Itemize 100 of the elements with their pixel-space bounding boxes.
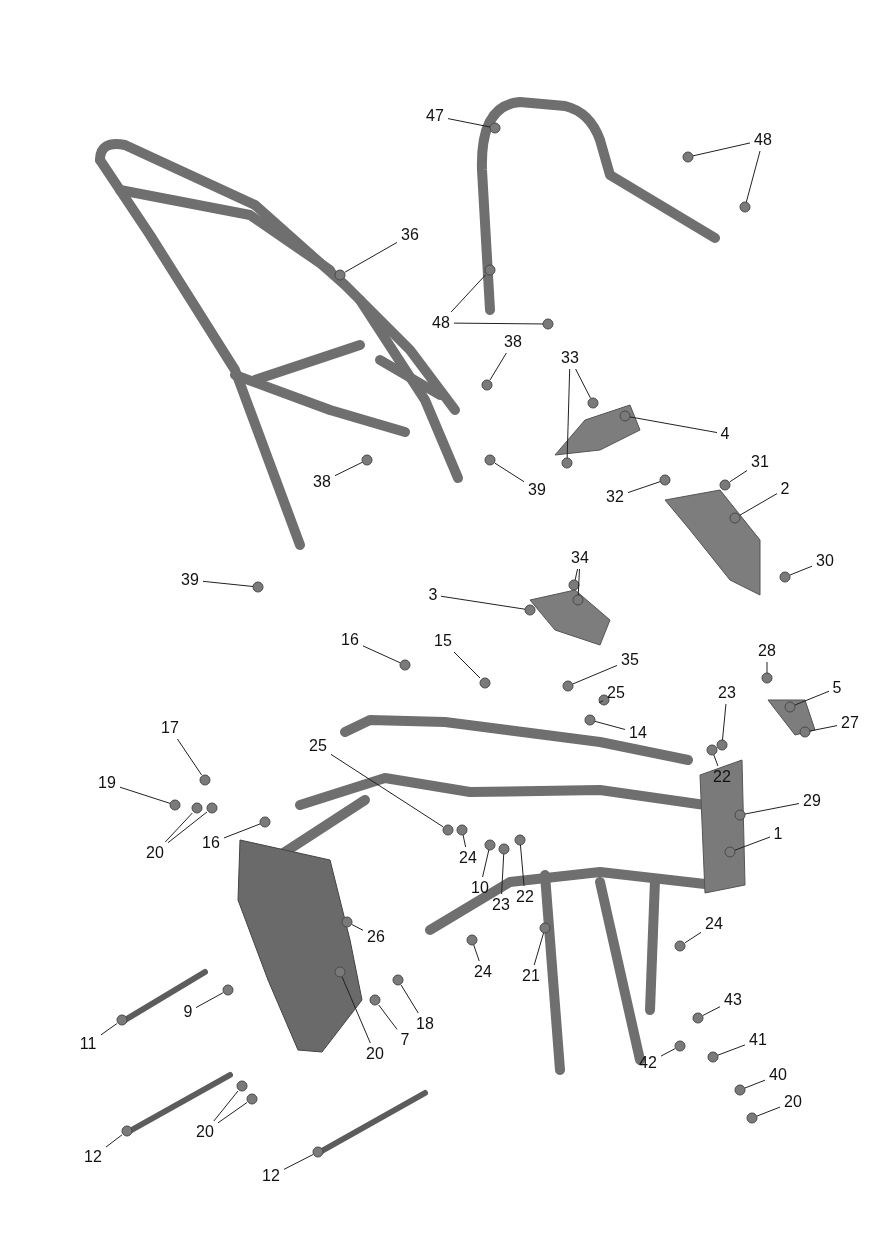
leader-line xyxy=(660,1048,676,1057)
callout-number: 1 xyxy=(773,825,783,843)
leader-line xyxy=(351,924,364,931)
callout-number: 30 xyxy=(816,552,834,570)
part-circle xyxy=(514,834,526,846)
part-circle xyxy=(498,843,510,855)
part-circle xyxy=(341,916,353,928)
leader-line xyxy=(473,944,480,962)
leader-line xyxy=(119,786,171,804)
part-circle xyxy=(369,994,381,1006)
part-circle xyxy=(334,269,346,281)
callout-number: 34 xyxy=(571,549,589,567)
callout-number: 25 xyxy=(309,737,327,755)
callout-number: 21 xyxy=(522,967,540,985)
part-circle xyxy=(784,701,796,713)
leader-line xyxy=(341,976,371,1044)
callout-number: 39 xyxy=(181,571,199,589)
leader-line xyxy=(722,703,727,741)
callout-number: 3 xyxy=(428,586,438,604)
leader-line xyxy=(453,651,481,679)
callout-number: 7 xyxy=(400,1031,410,1049)
leader-line xyxy=(362,645,401,664)
part-circle xyxy=(199,774,211,786)
leader-line xyxy=(223,823,261,839)
leader-line xyxy=(440,595,526,610)
part-circle xyxy=(481,379,493,391)
part-circle xyxy=(361,454,373,466)
leader-line xyxy=(684,931,702,944)
callout-number: 18 xyxy=(416,1015,434,1033)
leader-line xyxy=(213,1090,239,1122)
part-circle xyxy=(222,984,234,996)
part-circle xyxy=(542,318,554,330)
part-circle xyxy=(572,594,584,606)
part-circle xyxy=(116,1014,128,1026)
part-circle xyxy=(236,1080,248,1092)
callout-number: 10 xyxy=(471,879,489,897)
callout-number: 14 xyxy=(629,724,647,742)
leader-line xyxy=(217,1102,248,1124)
callout-number: 23 xyxy=(492,896,510,914)
part-circle xyxy=(479,677,491,689)
leader-line xyxy=(400,984,419,1014)
part-circle xyxy=(484,454,496,466)
callout-number: 26 xyxy=(367,928,385,946)
part-circle xyxy=(682,151,694,163)
callout-number: 40 xyxy=(769,1066,787,1084)
callout-number: 35 xyxy=(621,651,639,669)
part-circle xyxy=(746,1112,758,1124)
callout-number: 20 xyxy=(366,1045,384,1063)
part-circle xyxy=(706,744,718,756)
leader-line xyxy=(334,461,363,477)
leader-line xyxy=(598,700,604,704)
part-circle xyxy=(312,1146,324,1158)
part-circle xyxy=(562,680,574,692)
leader-line xyxy=(164,812,193,843)
callout-number: 41 xyxy=(749,1031,767,1049)
leader-line xyxy=(745,150,761,203)
part-circle xyxy=(568,579,580,591)
leader-line xyxy=(756,1106,781,1117)
callout-number: 19 xyxy=(98,774,116,792)
part-circle xyxy=(659,474,671,486)
part-circle xyxy=(799,726,811,738)
part-circle xyxy=(707,1051,719,1063)
leader-line xyxy=(744,803,800,815)
callout-number: 32 xyxy=(606,488,624,506)
part-circle xyxy=(716,739,728,751)
part-circle xyxy=(619,410,631,422)
leader-line xyxy=(378,1004,398,1030)
part-circle xyxy=(169,799,181,811)
part-circle xyxy=(524,604,536,616)
leader-line xyxy=(627,481,661,494)
part-circle xyxy=(587,397,599,409)
callout-number: 17 xyxy=(161,719,179,737)
leader-line xyxy=(447,118,491,128)
part-circle xyxy=(246,1093,258,1105)
leader-line xyxy=(453,322,544,325)
leader-line xyxy=(462,834,467,848)
leader-line xyxy=(789,565,813,576)
callout-number: 28 xyxy=(758,642,776,660)
part-circle xyxy=(674,1040,686,1052)
part-circle xyxy=(206,802,218,814)
leader-line xyxy=(713,754,719,767)
callout-number: 24 xyxy=(459,849,477,867)
callout-number: 24 xyxy=(705,915,723,933)
leader-line xyxy=(176,738,203,776)
leader-line xyxy=(283,1154,314,1170)
leader-line xyxy=(729,470,748,483)
callout-number: 12 xyxy=(84,1148,102,1166)
leader-line xyxy=(450,274,486,313)
part-circle xyxy=(674,940,686,952)
callout-number: 24 xyxy=(474,963,492,981)
leader-line xyxy=(202,580,254,587)
leader-line xyxy=(572,664,618,685)
leader-line xyxy=(533,932,545,966)
callout-number: 9 xyxy=(183,1003,193,1021)
callout-number: 12 xyxy=(262,1167,280,1185)
part-circle xyxy=(692,1012,704,1024)
part-circle xyxy=(484,839,496,851)
callout-number: 20 xyxy=(784,1093,802,1111)
callout-number: 5 xyxy=(832,679,842,697)
part-circle xyxy=(456,824,468,836)
